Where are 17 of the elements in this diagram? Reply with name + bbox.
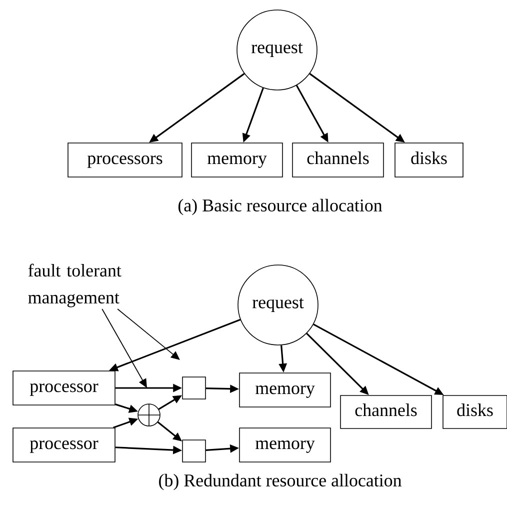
resource-box: channels bbox=[292, 142, 384, 178]
leader-line bbox=[117, 308, 180, 360]
xor-circle bbox=[138, 404, 160, 426]
resource-box: processor bbox=[12, 370, 116, 406]
resource-box: processors bbox=[68, 142, 182, 178]
resource-box: channels bbox=[340, 395, 432, 429]
resource-box: disks bbox=[394, 142, 464, 178]
resource-box: memory bbox=[239, 372, 331, 408]
resource-box: disks bbox=[442, 395, 507, 429]
resource-box: processor bbox=[12, 428, 116, 462]
annotation-text: fault tolerant management bbox=[28, 264, 122, 308]
resource-box: memory bbox=[239, 428, 331, 462]
small-box bbox=[182, 440, 206, 462]
small-box bbox=[182, 376, 206, 400]
caption: (a) Basic resource allocation bbox=[178, 198, 382, 216]
caption: (b) Redundant resource allocation bbox=[159, 474, 402, 490]
resource-box: memory bbox=[191, 142, 283, 178]
